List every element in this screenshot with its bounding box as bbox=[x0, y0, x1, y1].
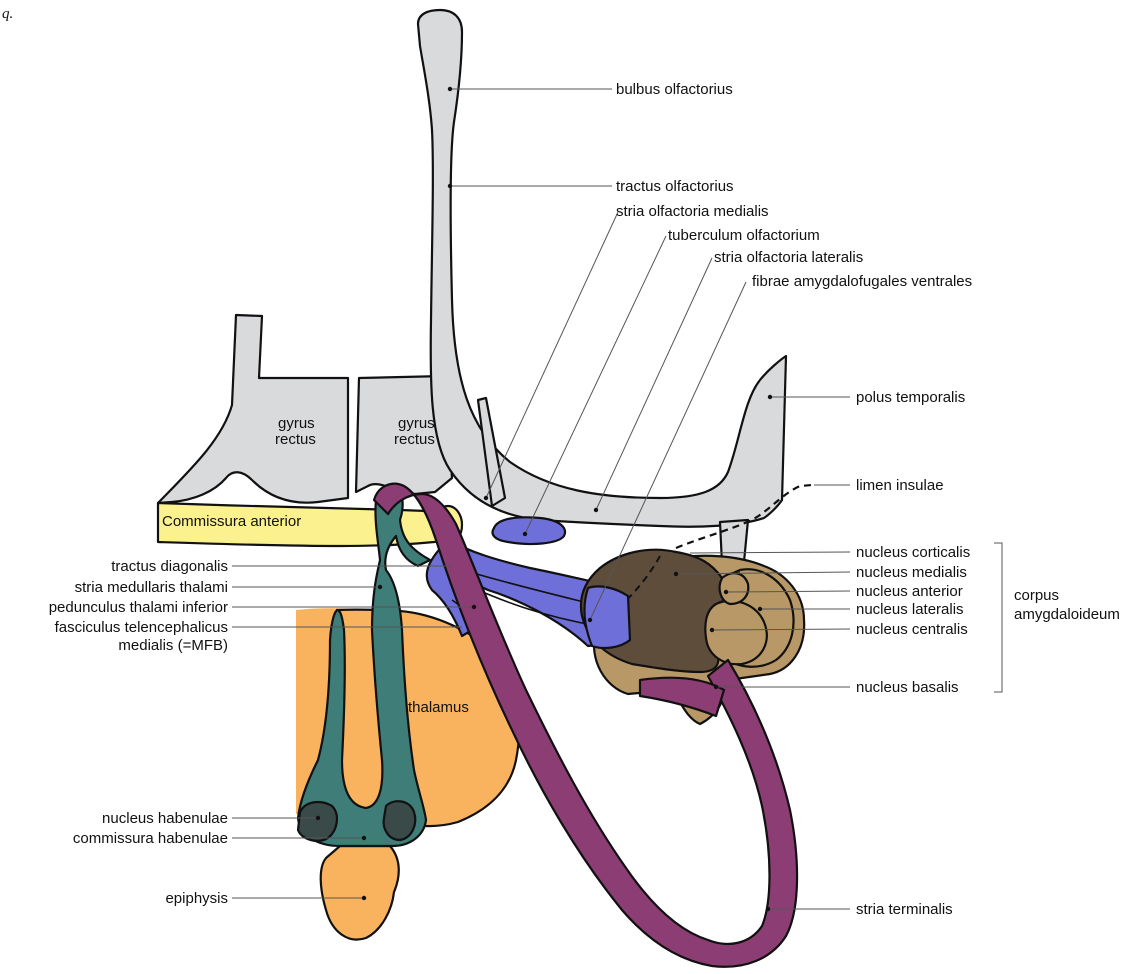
nucleus-habenulae-left bbox=[298, 802, 337, 841]
label-pedunculus-thalami-inferior: pedunculus thalami inferior bbox=[49, 599, 228, 616]
gyrus-rectus-left-label-2: rectus bbox=[275, 431, 316, 448]
epiphysis-shape bbox=[321, 846, 399, 940]
gyrus-rectus-right-label-2: rectus bbox=[394, 431, 435, 448]
label-commissura-habenulae: commissura habenulae bbox=[73, 830, 228, 847]
label-nucleus-lateralis: nucleus lateralis bbox=[856, 601, 964, 618]
label-limen-insulae: limen insulae bbox=[856, 477, 944, 494]
label-fasciculus-telencephalicus: fasciculus telencephalicus bbox=[55, 619, 228, 636]
label-corpus: corpus bbox=[1014, 587, 1059, 604]
label-epiphysis: epiphysis bbox=[165, 890, 228, 907]
nucleus-habenulae-right bbox=[384, 801, 416, 840]
label-fibrae-amygdalofugales: fibrae amygdalofugales ventrales bbox=[752, 273, 972, 290]
label-stria-olfactoria-medialis: stria olfactoria medialis bbox=[616, 203, 769, 220]
label-bulbus-olfactorius: bulbus olfactorius bbox=[616, 81, 733, 98]
label-nucleus-centralis: nucleus centralis bbox=[856, 621, 968, 638]
corner-mark: q. bbox=[2, 6, 13, 22]
stria-terminalis-amygdala-join bbox=[640, 678, 724, 716]
label-stria-olfactoria-lateralis: stria olfactoria lateralis bbox=[714, 249, 863, 266]
label-polus-temporalis: polus temporalis bbox=[856, 389, 965, 406]
label-medialis-mfb: medialis (=MFB) bbox=[118, 637, 228, 654]
nucleus-anterior-shape bbox=[720, 573, 749, 604]
gyrus-rectus-left-label-1: gyrus bbox=[278, 415, 315, 432]
gyrus-rectus-right-label-1: gyrus bbox=[398, 415, 435, 432]
label-stria-terminalis: stria terminalis bbox=[856, 901, 953, 918]
label-nucleus-basalis: nucleus basalis bbox=[856, 679, 959, 696]
thalamus-label: thalamus bbox=[408, 699, 469, 716]
label-tuberculum-olfactorium: tuberculum olfactorium bbox=[668, 227, 820, 244]
tuberculum-olfactorium-shape bbox=[493, 517, 565, 544]
label-amygdaloideum: amygdaloideum bbox=[1014, 606, 1120, 623]
commissura-anterior-label: Commissura anterior bbox=[162, 513, 301, 530]
label-stria-medullaris-thalami: stria medullaris thalami bbox=[75, 579, 228, 596]
corpus-amygdaloideum-bracket bbox=[994, 543, 1002, 692]
label-nucleus-habenulae: nucleus habenulae bbox=[102, 810, 228, 827]
label-nucleus-anterior: nucleus anterior bbox=[856, 583, 963, 600]
label-tractus-olfactorius: tractus olfactorius bbox=[616, 178, 734, 195]
gyrus-rectus-left-shape bbox=[158, 315, 348, 503]
label-tractus-diagonalis: tractus diagonalis bbox=[111, 558, 228, 575]
label-nucleus-corticalis: nucleus corticalis bbox=[856, 544, 970, 561]
label-nucleus-medialis: nucleus medialis bbox=[856, 564, 967, 581]
